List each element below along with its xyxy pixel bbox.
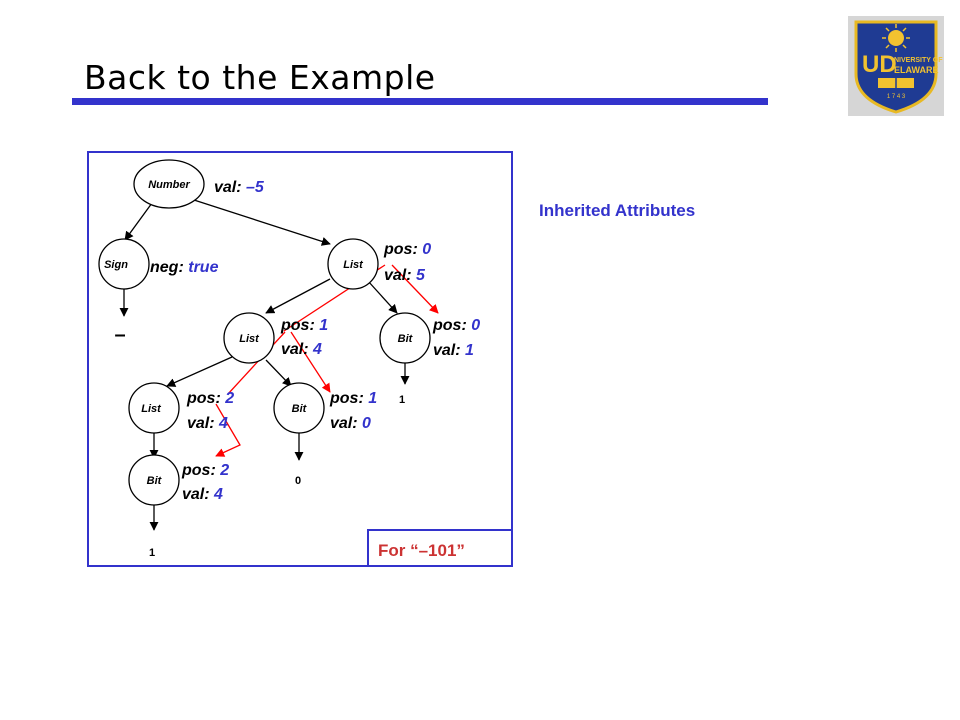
bit-bottom-pos: 2: [219, 462, 229, 479]
bit-bottom-leaf: 1: [149, 547, 155, 559]
edge-number-sign: [124, 202, 153, 241]
svg-text:pos: 2: pos: 2: [181, 462, 229, 479]
list-top-pos-key: pos:: [383, 241, 418, 258]
svg-text:val: 1: val: 1: [433, 342, 474, 359]
list-low-val-key: val:: [187, 415, 215, 432]
node-list-low: [128, 382, 180, 434]
svg-text:neg: true: neg: true: [150, 259, 219, 276]
node-bit-mid: [273, 382, 325, 434]
bit-bottom-val-key: val:: [182, 486, 210, 503]
node-bit-bottom-label: Bit: [147, 475, 163, 487]
node-list-mid-label: List: [239, 333, 260, 345]
diagram-frame: [87, 151, 513, 567]
sign-neg: true: [188, 259, 218, 276]
list-mid-val-key: val:: [281, 341, 309, 358]
red-arrow-pos2-to-bit: [215, 403, 241, 457]
bit-right-leaf: 1: [399, 394, 405, 406]
node-bit-right-label: Bit: [398, 333, 414, 345]
sign-neg-key: neg:: [150, 259, 184, 276]
bit-mid-pos: 1: [368, 390, 377, 407]
edge-number-list: [193, 199, 331, 246]
node-list-top: [327, 238, 379, 290]
svg-text:val: 5: val: 5: [384, 267, 426, 284]
svg-text:pos: 0: pos: 0: [383, 241, 431, 258]
node-list-top-label: List: [343, 259, 364, 271]
list-mid-pos-key: pos:: [280, 317, 315, 334]
list-top-val: 5: [416, 267, 426, 284]
logo-year: 1 7 4 3: [887, 94, 906, 100]
list-low-pos-key: pos:: [186, 390, 221, 407]
bit-right-val-key: val:: [433, 342, 461, 359]
inherited-attributes-label: Inherited Attributes: [539, 201, 696, 220]
logo-line2: ELAWARE: [894, 65, 939, 75]
node-bit-right: [379, 312, 431, 364]
node-sign-label: Sign: [104, 259, 128, 271]
list-top-val-key: val:: [384, 267, 412, 284]
red-arrow-pos1-to-bit: [290, 331, 331, 393]
for-input-label: For “–101”: [378, 541, 465, 560]
bit-right-val: 1: [465, 342, 474, 359]
svg-text:val: 4: val: 4: [187, 415, 228, 432]
bit-bottom-pos-key: pos:: [181, 462, 216, 479]
svg-text:pos: 1: pos: 1: [329, 390, 377, 407]
university-logo: UD NIVERSITY OF ELAWARE 1 7 4 3: [848, 16, 944, 116]
edge-list-list-low: [166, 356, 233, 387]
bit-mid-pos-key: pos:: [329, 390, 364, 407]
node-sign: [98, 238, 150, 290]
sign-leaf: –: [114, 324, 125, 346]
logo-shield: [854, 20, 938, 114]
node-number: [133, 159, 205, 209]
svg-text:val: 4: val: 4: [281, 341, 322, 358]
red-arrow-pos1-to-list: [227, 331, 286, 395]
bit-mid-val: 0: [362, 415, 371, 432]
node-bit-bottom: [128, 454, 180, 506]
list-top-pos: 0: [422, 241, 431, 258]
node-list-low-label: List: [141, 403, 162, 415]
number-val-key: val:: [214, 179, 242, 196]
svg-text:val: –5: val: –5: [214, 179, 265, 196]
number-val: –5: [246, 179, 265, 196]
list-mid-pos: 1: [319, 317, 328, 334]
bit-bottom-val: 4: [213, 486, 223, 503]
node-number-label: Number: [148, 179, 190, 191]
edge-list-bit-mid: [265, 359, 292, 387]
bit-mid-val-key: val:: [330, 415, 358, 432]
svg-text:pos: 2: pos: 2: [186, 390, 234, 407]
slide-title: Back to the Example: [84, 58, 436, 97]
bit-mid-leaf: 0: [295, 475, 301, 487]
logo-ud-letters: UD: [862, 51, 897, 78]
list-mid-val: 4: [312, 341, 322, 358]
svg-text:val: 0: val: 0: [330, 415, 371, 432]
list-low-pos: 2: [224, 390, 234, 407]
edge-list-bit: [367, 280, 398, 314]
svg-text:pos: 1: pos: 1: [280, 317, 328, 334]
svg-text:pos: 0: pos: 0: [432, 317, 480, 334]
red-arrow-pos0-to-bit: [391, 264, 439, 314]
title-underline: [72, 98, 768, 105]
sun-icon: [888, 30, 904, 46]
caption-box: [367, 529, 512, 566]
node-list-mid: [223, 312, 275, 364]
list-low-val: 4: [218, 415, 228, 432]
node-bit-mid-label: Bit: [292, 403, 308, 415]
bit-right-pos-key: pos:: [432, 317, 467, 334]
svg-text:val: 4: val: 4: [182, 486, 223, 503]
edge-list-list: [265, 278, 331, 314]
bit-right-pos: 0: [471, 317, 480, 334]
logo-line1: NIVERSITY OF: [894, 57, 943, 64]
